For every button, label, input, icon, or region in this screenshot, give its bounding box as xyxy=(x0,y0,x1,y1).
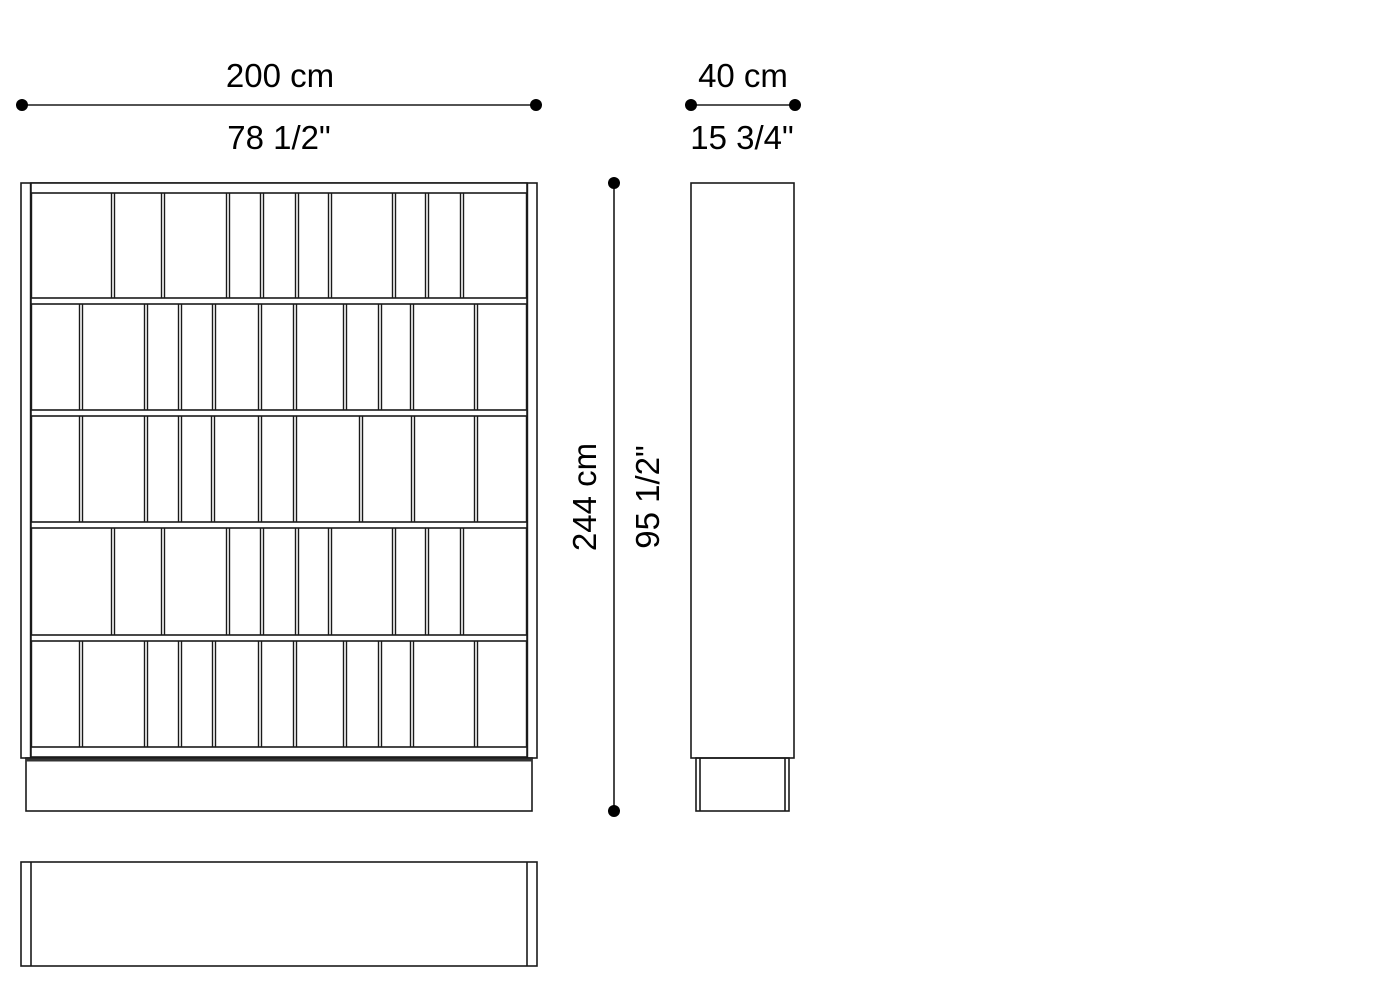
depth-cm-label: 40 cm xyxy=(698,57,788,94)
top-outline xyxy=(20,861,538,967)
dimension-dot xyxy=(789,99,801,111)
front-frame xyxy=(20,182,538,759)
shelf xyxy=(30,409,528,417)
height-cm-label: 244 cm xyxy=(566,443,603,551)
shelf xyxy=(30,182,528,194)
dimension-dot xyxy=(16,99,28,111)
side-plinth xyxy=(695,757,790,812)
depth-in-label: 15 3/4" xyxy=(690,119,793,156)
shelf xyxy=(30,521,528,529)
dimension-dot xyxy=(608,805,620,817)
width-cm-label: 200 cm xyxy=(226,57,334,94)
side-view xyxy=(690,182,795,812)
shelf xyxy=(30,746,528,758)
shelf xyxy=(30,297,528,305)
depth-dimension: 40 cm 15 3/4" xyxy=(685,57,801,156)
dimension-dot xyxy=(685,99,697,111)
height-dimension: 244 cm 95 1/2" xyxy=(566,177,666,817)
top-view xyxy=(20,861,538,967)
plinth xyxy=(25,757,533,812)
width-in-label: 78 1/2" xyxy=(227,119,330,156)
shelf xyxy=(30,634,528,642)
dimension-dot xyxy=(530,99,542,111)
width-dimension: 200 cm 78 1/2" xyxy=(16,57,542,156)
front-view xyxy=(20,182,538,812)
dimension-dot xyxy=(608,177,620,189)
side-panel xyxy=(690,182,795,759)
height-in-label: 95 1/2" xyxy=(629,445,666,548)
